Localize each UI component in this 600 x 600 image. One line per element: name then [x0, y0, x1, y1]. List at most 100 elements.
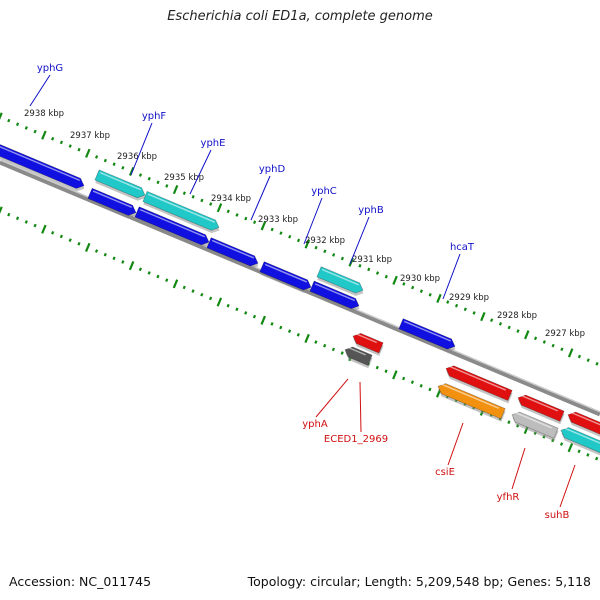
leader-yphe: [189, 149, 212, 195]
outer-track-tick: [340, 256, 344, 261]
gene-label-yphf: yphF: [142, 111, 167, 122]
outer-track-tick: [85, 148, 91, 158]
leader-eced1-2969: [359, 381, 362, 433]
inner-track-tick: [208, 296, 213, 301]
genome-info-text: Topology: circular; Length: 5,209,548 bp…: [247, 574, 591, 589]
gene-label-eced1-2969: ECED1_2969: [324, 434, 388, 445]
inner-track-tick: [392, 370, 398, 380]
outer-track-tick: [270, 227, 274, 232]
inner-track-tick: [567, 443, 574, 453]
gene-forward-cyan-2: [142, 190, 220, 234]
gene-forward-1: [0, 140, 85, 192]
outer-track-tick: [59, 140, 64, 145]
inner-track-tick: [112, 256, 116, 261]
gene-forward-2-body: [87, 187, 137, 216]
gene-reverse-1-body: [445, 365, 513, 401]
gene-reverse-yfhr-body: [511, 411, 559, 439]
gene-reverse-ypha: [352, 333, 384, 356]
outer-track-tick: [94, 155, 99, 159]
outer-track-tick: [165, 184, 169, 188]
gene-forward-hcat-body: [398, 318, 456, 350]
tick-label-2929-kbp: 2929 kbp: [449, 293, 489, 303]
inner-track-tick: [15, 216, 20, 221]
gene-label-hcat: hcaT: [450, 242, 475, 253]
inner-track-tick: [287, 329, 292, 333]
gene-reverse-2-body: [517, 394, 565, 422]
outer-track-tick: [367, 267, 371, 272]
leader-yphd: [250, 175, 271, 221]
inner-track-tick: [235, 307, 239, 312]
outer-track-tick: [454, 303, 459, 308]
gene-reverse-suhb: [560, 427, 600, 460]
outer-track-tick: [392, 275, 398, 285]
inner-track-tick: [172, 279, 179, 289]
outer-track-tick: [586, 358, 590, 362]
outer-track-tick: [172, 184, 179, 195]
inner-track-tick: [33, 223, 37, 228]
outer-track-tick: [524, 330, 530, 340]
inner-track-tick: [375, 365, 379, 370]
outer-track-tick: [209, 202, 213, 206]
inner-track-tick: [507, 420, 511, 425]
gene-forward-hcat: [398, 318, 456, 352]
outer-track-tick: [498, 322, 503, 326]
leader-yphf: [130, 122, 153, 176]
gene-label-suhb: suhB: [545, 510, 570, 521]
outer-track-tick: [516, 329, 520, 333]
outer-track-tick: [156, 180, 160, 185]
leader-suhb: [559, 464, 576, 508]
genes-layer: [0, 140, 600, 460]
outer-track-tick: [463, 307, 467, 312]
inner-track-tick: [595, 456, 599, 461]
inner-track-tick: [51, 231, 55, 235]
gene-forward-2-gloss: [92, 190, 133, 208]
leader-yfhr: [511, 447, 526, 490]
gene-forward-3-gloss: [139, 208, 206, 238]
outer-track-tick: [41, 130, 47, 140]
gene-reverse-csie-body: [437, 383, 506, 420]
outer-track-tick: [112, 162, 116, 166]
gene-forward-cyan-1-gloss: [99, 172, 142, 191]
inner-track-tick: [340, 351, 344, 355]
tick-label-2936-kbp: 2936 kbp: [117, 152, 157, 162]
gene-reverse-2: [517, 394, 565, 425]
gene-label-csie: csiE: [435, 467, 455, 478]
leader-yphc: [303, 197, 323, 245]
inner-track-tick: [384, 369, 388, 374]
outer-track-tick: [279, 231, 283, 235]
outer-track-tick: [226, 209, 230, 214]
inner-track-tick: [260, 315, 266, 325]
gene-forward-cyan-3-body: [316, 266, 364, 294]
inner-track-tick: [244, 311, 248, 315]
outer-track-tick: [200, 198, 204, 203]
outer-track-tick: [0, 112, 3, 120]
inner-track-tick: [226, 303, 230, 308]
inner-track-tick: [94, 249, 99, 253]
gene-reverse-ypha-gloss: [355, 333, 378, 344]
gene-label-yphb: yphB: [358, 205, 384, 216]
inner-track-tick: [296, 332, 300, 337]
inner-track-tick: [7, 212, 11, 217]
inner-track-tick: [200, 292, 204, 297]
inner-track-tick: [410, 380, 414, 384]
tick-label-2932-kbp: 2932 kbp: [305, 236, 345, 246]
outer-track-tick: [358, 263, 362, 268]
tick-label-2933-kbp: 2933 kbp: [258, 215, 298, 225]
inner-track-tick: [0, 206, 3, 214]
inner-track-tick: [270, 322, 274, 326]
gene-reverse-csie: [437, 383, 506, 422]
leader-yphb: [349, 216, 370, 265]
outer-track-tick: [480, 312, 486, 322]
outer-track-tick: [323, 249, 327, 254]
inner-track-tick: [331, 347, 336, 352]
gene-reverse-3-body: [567, 411, 600, 439]
gene-reverse-1: [445, 365, 513, 404]
gene-forward-6: [309, 280, 360, 312]
inner-track-tick: [147, 271, 151, 275]
outer-track-tick: [51, 136, 55, 141]
outer-track-tick: [332, 253, 336, 257]
gene-reverse-csie-gloss: [440, 383, 500, 409]
gene-forward-cyan-3-gloss: [321, 268, 360, 286]
outer-track-tick: [103, 158, 107, 163]
inner-track-tick: [182, 285, 186, 290]
